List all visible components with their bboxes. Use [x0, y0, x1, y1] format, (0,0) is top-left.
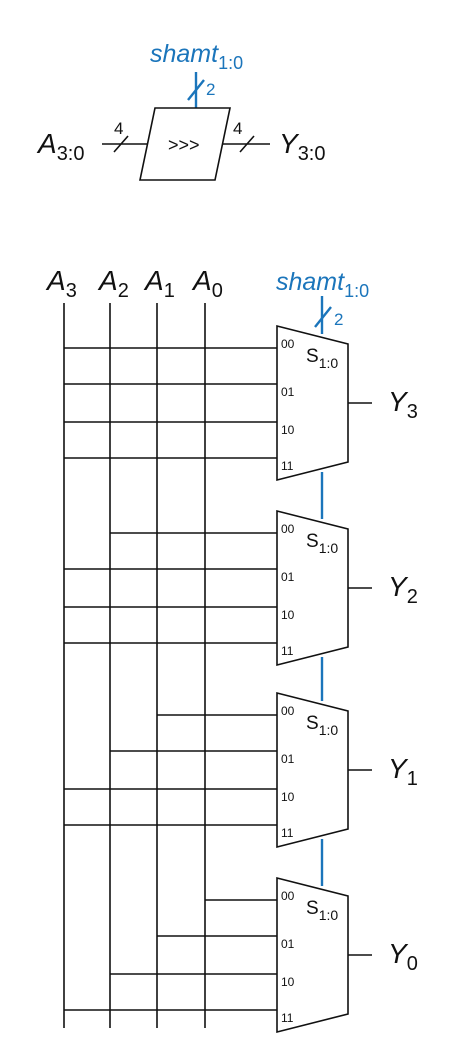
output-label-y3: Y3 [388, 386, 418, 423]
mux-y0: S1:0 00 01 10 11 Y0 [64, 876, 418, 1034]
mux-y3: S1:0 00 01 10 11 Y3 [64, 324, 418, 482]
mux-y2: S1:0 00 01 10 11 Y2 [64, 509, 418, 667]
symbol-input-width: 4 [114, 119, 123, 138]
mux-input-label: 11 [281, 459, 294, 473]
output-label-y2: Y2 [388, 571, 418, 608]
mux-input-label: 01 [281, 937, 295, 951]
input-label-a3: A3 [45, 265, 77, 302]
mux-input-label: 11 [281, 1011, 294, 1025]
mux-input-label: 10 [281, 975, 295, 989]
input-label-a1: A1 [143, 265, 175, 302]
mux-body [276, 876, 349, 1034]
symbol-control-width: 2 [206, 80, 215, 99]
input-label-a0: A0 [191, 265, 223, 302]
symbol-control-label: shamt1:0 [150, 40, 243, 73]
mux-input-label: 11 [281, 826, 294, 840]
mux-select-label: S1:0 [306, 898, 338, 923]
output-label-y0: Y0 [388, 938, 418, 975]
shifter-operator: >>> [168, 135, 200, 155]
symbol-output-width: 4 [233, 119, 242, 138]
mux-input-label: 00 [281, 889, 295, 903]
mux-input-label: 01 [281, 752, 295, 766]
mux-blocks: S1:000011011Y3S1:000011011Y2S1:000011011… [64, 324, 418, 1034]
mux-select-label: S1:0 [306, 531, 338, 556]
circuit-control-label: shamt1:0 [276, 268, 369, 301]
shifter-body [139, 107, 231, 181]
mux-input-label: 00 [281, 522, 295, 536]
mux-select-label: S1:0 [306, 346, 338, 371]
shifter-symbol: shamt1:0 2 >>> A3:0 4 4 Y3:0 [36, 40, 326, 181]
symbol-input-label: A3:0 [36, 128, 85, 165]
input-buses [63, 303, 206, 1028]
mux-input-label: 10 [281, 423, 295, 437]
mux-input-label: 01 [281, 385, 295, 399]
mux-input-label: 01 [281, 570, 295, 584]
mux-select-label: S1:0 [306, 713, 338, 738]
circuit-control-width: 2 [334, 310, 343, 329]
mux-input-label: 10 [281, 608, 295, 622]
symbol-input-bus-slash [113, 135, 129, 153]
input-label-a2: A2 [97, 265, 129, 302]
mux-input-label: 00 [281, 704, 295, 718]
symbol-output-label: Y3:0 [279, 128, 326, 165]
mux-body [276, 509, 349, 667]
mux-body [276, 691, 349, 849]
symbol-control-bus-slash [187, 79, 205, 101]
output-label-y1: Y1 [388, 753, 418, 790]
mux-input-label: 11 [281, 644, 294, 658]
mux-y1: S1:0 00 01 10 11 Y1 [64, 691, 418, 849]
symbol-output-bus-slash [239, 135, 255, 153]
mux-input-label: 00 [281, 337, 295, 351]
mux-body [276, 324, 349, 482]
shifter-circuit: A3 A2 A1 A0 shamt1:0 2 S1:000011011Y3S1:… [45, 265, 418, 1034]
mux-input-label: 10 [281, 790, 295, 804]
